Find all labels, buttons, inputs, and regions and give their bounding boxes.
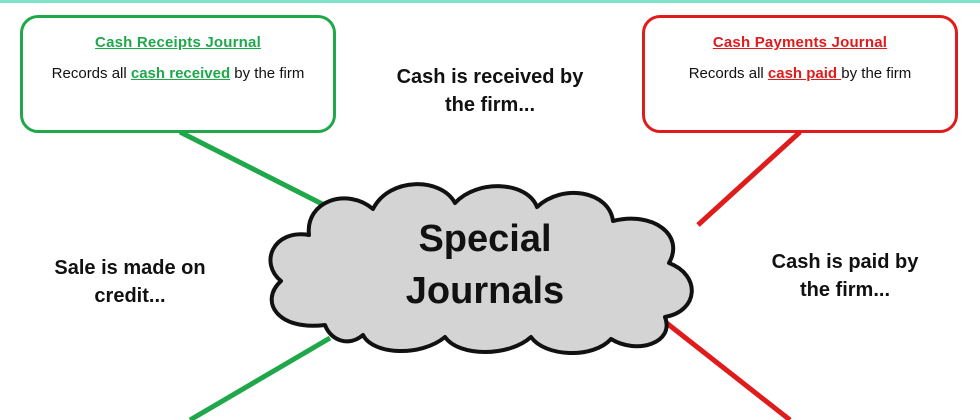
connector-receipts [178, 129, 340, 215]
special-journals-cloud: Special Journals [255, 175, 715, 355]
top-rule [0, 0, 980, 3]
connector-paid [648, 308, 792, 420]
cash-payments-journal-title: Cash Payments Journal [712, 34, 888, 51]
cash-receipts-journal-description: Records all cash received by the firm [23, 63, 333, 85]
cash-payments-journal-card: Cash Payments Journal Records all cash p… [642, 15, 958, 133]
cash-received-label: Cash is received by the firm... [396, 66, 584, 116]
connector-credit [188, 335, 332, 420]
cloud-outline [268, 182, 694, 355]
description-suffix: by the firm [841, 65, 912, 82]
description-highlight: cash paid [767, 65, 842, 82]
description-prefix: Records all [688, 65, 768, 82]
cloud-shape [268, 182, 694, 355]
sale-on-credit-label: Sale is made on credit... [54, 257, 206, 307]
center-title-line2: Journals [405, 270, 565, 312]
cash-receipts-journal-card: Cash Receipts Journal Records all cash r… [20, 15, 336, 133]
cash-payments-journal-description: Records all cash paid by the firm [645, 63, 955, 85]
cash-paid-label: Cash is paid by the firm... [771, 251, 919, 301]
center-title-line1: Special [418, 218, 552, 260]
cash-receipts-journal-title: Cash Receipts Journal [95, 34, 261, 51]
connector-payments [696, 130, 802, 227]
description-suffix: by the firm [230, 65, 305, 82]
center-title: Special Journals [255, 213, 715, 317]
description-highlight: cash received [130, 65, 231, 82]
description-prefix: Records all [51, 65, 131, 82]
